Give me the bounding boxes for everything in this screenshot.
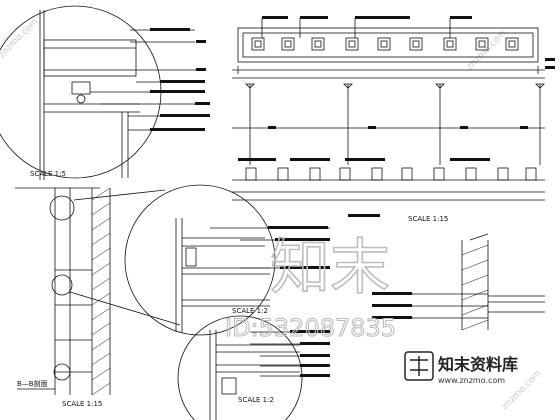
pendant-elevation-labels	[238, 126, 528, 217]
watermark-big-text: 知末	[270, 233, 390, 303]
diagonal-watermark-1: znzmo.com	[0, 17, 40, 60]
watermark-id-text: ID:532087835	[225, 314, 396, 342]
diagonal-watermark-3: znzmo.com	[500, 369, 543, 412]
lower-right-section	[390, 233, 545, 331]
ceiling-plan-labels	[262, 16, 555, 69]
detail-circle-top-left-labels	[150, 28, 210, 131]
detail-circle-middle-labels	[268, 226, 330, 269]
logo-url: www.znzmo.com	[438, 376, 505, 385]
logo-text: 知末资料库	[438, 355, 518, 374]
diagonal-watermark-2: znzmo.com	[465, 29, 508, 72]
ceiling-tile-row	[251, 37, 519, 51]
site-logo: 知末资料库 www.znzmo.com	[404, 351, 518, 385]
pendant-elevation	[232, 77, 545, 201]
scale-label-bottom: SCALE 1:2	[238, 396, 274, 404]
detail-circle-bottom-labels	[290, 330, 330, 377]
lower-right-labels	[372, 292, 412, 319]
scale-label-top-left: SCALE 1:5	[30, 170, 66, 178]
section-bb-title: B—B剖面	[17, 379, 48, 388]
scale-label-middle: SCALE 1:2	[232, 307, 268, 315]
section-bb-drawing	[15, 187, 181, 396]
logo-mark-icon	[404, 351, 434, 381]
scale-label-right-elevation: SCALE 1:15	[408, 215, 448, 223]
scale-label-section-bb: SCALE 1:15	[62, 400, 102, 408]
ceiling-plan-strip	[232, 18, 545, 74]
pendant-lamp-row	[245, 167, 537, 181]
